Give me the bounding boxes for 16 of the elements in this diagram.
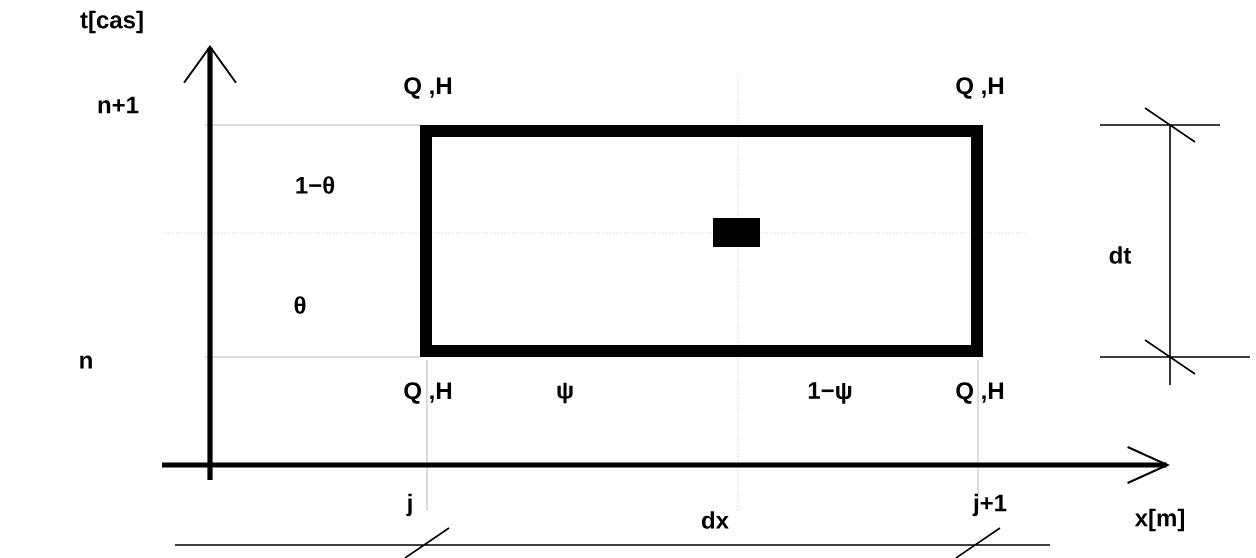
- axis-tick-label: j+1: [972, 493, 1007, 517]
- axis-tick-label: n: [80, 355, 92, 369]
- variable-label: Q ,H: [956, 382, 1004, 404]
- weight-label: θ: [294, 296, 306, 314]
- dimension-label: dx: [702, 511, 729, 529]
- axis-label: x[m]: [1134, 508, 1184, 532]
- variable-label: Q ,H: [404, 77, 452, 99]
- axis-tick-label: j: [406, 493, 412, 517]
- weight-label: 1−θ: [296, 176, 335, 194]
- variable-label: Q ,H: [404, 382, 452, 404]
- dimension-label: dt: [1109, 246, 1132, 264]
- axis-label: t[cas]: [80, 10, 143, 34]
- variable-label: Q ,H: [956, 77, 1004, 99]
- weight-label: 1−ψ: [808, 382, 852, 404]
- axis-tick-label: n+1: [98, 96, 139, 114]
- weight-label: ψ: [557, 382, 573, 404]
